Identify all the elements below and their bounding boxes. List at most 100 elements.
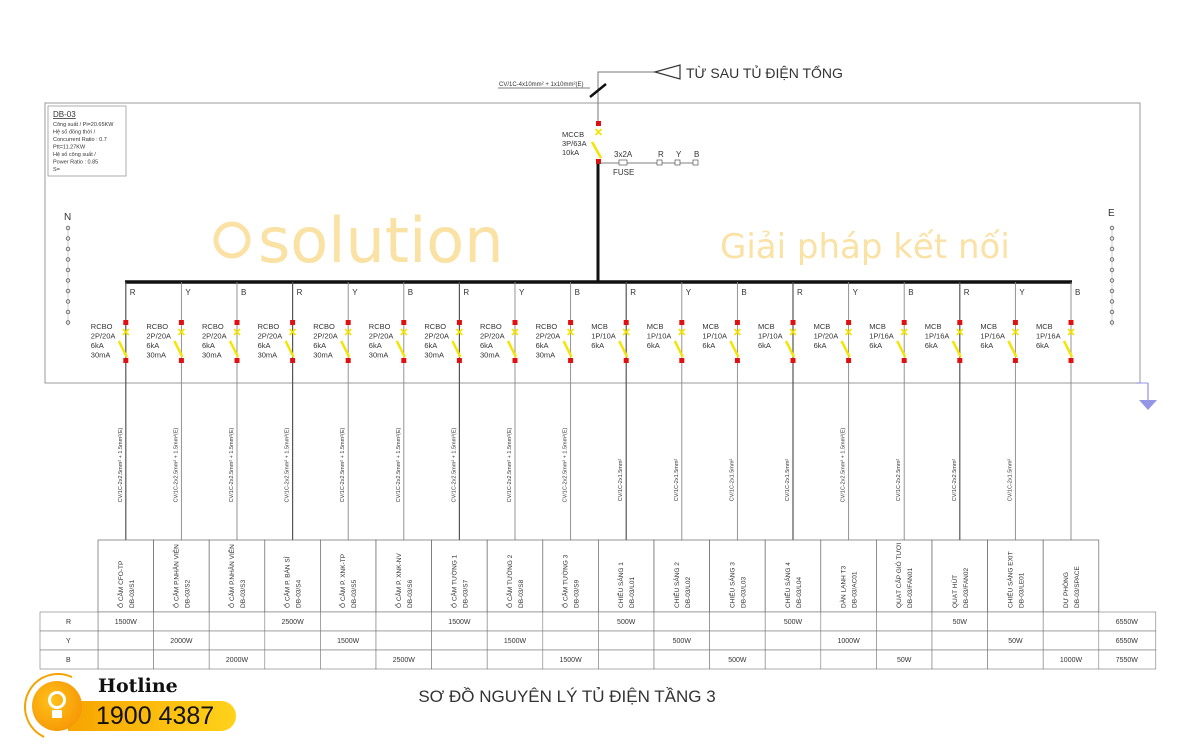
- panel-info-line: Công suất / Pi=20.65KW: [53, 122, 114, 128]
- phase-label: B: [241, 288, 246, 297]
- terminal-red-icon: [178, 358, 184, 363]
- load-watts: 2500W: [282, 619, 305, 626]
- breaker-x-icon: [455, 328, 463, 336]
- load-watts: 50W: [1008, 638, 1023, 645]
- breaker-switch-icon: [506, 340, 518, 358]
- load-name: Ổ CẮM TƯỜNG 1: [449, 554, 458, 608]
- table-cell: [320, 611, 377, 632]
- terminal-red-icon: [790, 320, 796, 325]
- load-name: CHIẾU SÁNG 2: [671, 562, 681, 608]
- table-cell: [709, 611, 766, 632]
- terminal-red-icon: [568, 358, 574, 363]
- load-code: DB-03/L01: [629, 577, 636, 608]
- phase-total: 7550W: [1116, 657, 1139, 664]
- breaker-spec: 1P/16A: [925, 332, 950, 341]
- breaker-spec: 6kA: [369, 341, 382, 350]
- breaker-spec: 6kA: [702, 341, 715, 350]
- table-cell: [1042, 630, 1100, 651]
- phase-label: B: [1075, 288, 1080, 297]
- terminal-red-icon: [401, 358, 407, 363]
- load-code: DB-03/L04: [796, 577, 803, 608]
- breaker-x-icon: [1011, 328, 1019, 336]
- load-code: DB-03/S4: [296, 579, 303, 608]
- table-cell: [764, 649, 822, 670]
- breaker-spec: 6kA: [814, 341, 827, 350]
- phase-label: R: [463, 288, 469, 297]
- panel-info-line: Concurrent Ratio : 0.7: [53, 137, 107, 143]
- breaker-spec: 1P/10A: [758, 332, 783, 341]
- load-code: DB-03/S1: [129, 579, 136, 608]
- fuse-phase-label: Y: [676, 150, 682, 159]
- breaker-spec: 6kA: [258, 341, 271, 350]
- phase-total: 6550W: [1116, 638, 1139, 645]
- table-cell: [987, 649, 1044, 670]
- table-cell: [153, 611, 210, 632]
- hotline-number[interactable]: 1900 4387: [96, 702, 215, 730]
- breaker-x-icon: [622, 328, 630, 336]
- cable-label: CV/1C-2x1.5mm²: [618, 459, 624, 502]
- load-watts: 500W: [728, 657, 747, 664]
- cable-label: CV/1C-2x2.5mm² + 1.5mm²(E): [507, 427, 513, 502]
- load-cell: Ổ CẮM TƯỜNG 1 DB-03/S7: [431, 539, 488, 613]
- terminal-red-icon: [679, 320, 685, 325]
- breaker-spec: 6kA: [424, 341, 437, 350]
- load-name: CHIẾU SÁNG 4: [782, 562, 792, 608]
- terminal-red-icon: [123, 320, 129, 325]
- terminal-red-icon: [512, 320, 518, 325]
- load-name: DỰ PHÒNG: [1061, 572, 1070, 608]
- load-code: DB-03/S7: [462, 579, 469, 608]
- cable-label: CV/1C-2x2.5mm² + 1.5mm²(E): [841, 427, 847, 502]
- terminal-red-icon: [679, 358, 685, 363]
- table-cell: [431, 630, 488, 651]
- breaker-spec: 6kA: [536, 341, 549, 350]
- terminal-red-icon: [568, 320, 574, 325]
- cable-label: CV/1C-2x2.5mm² + 1.5mm²(E): [451, 427, 457, 502]
- breaker-spec: 30mA: [313, 351, 333, 360]
- watermark-tagline: Giải pháp kết nối: [720, 227, 1010, 267]
- terminal-red-icon: [1068, 320, 1074, 325]
- breaker-spec: MCB: [758, 322, 775, 331]
- breaker-spec: 2P/20A: [313, 332, 338, 341]
- terminal-red-icon: [846, 320, 852, 325]
- cable-label: CV/1C-2x1.5mm²: [785, 459, 791, 502]
- load-cell: CHIẾU SÁNG 4 DB-03/L04: [764, 539, 822, 613]
- load-watts: 50W: [953, 619, 968, 626]
- table-phase-label: Y: [66, 638, 71, 645]
- breaker-switch-icon: [562, 340, 573, 358]
- cable-label: CV/1C-2x1.5mm²: [1007, 459, 1013, 502]
- breaker-spec: 1P/10A: [702, 332, 727, 341]
- phase-label: B: [408, 288, 413, 297]
- main-breaker-kA: 10kA: [562, 148, 579, 157]
- phase-label: R: [964, 288, 970, 297]
- load-code: DB-03/L03: [740, 577, 747, 608]
- load-name: Ổ CẮM P.NHÂN VIÊN: [227, 544, 236, 608]
- breaker-spec: 2P/20A: [146, 332, 171, 341]
- panel-name: DB-03: [53, 110, 76, 119]
- hotline-badge[interactable]: Hotline 1900 4387: [14, 663, 238, 751]
- terminal-red-icon: [1068, 358, 1074, 363]
- breaker-spec: MCB: [980, 322, 997, 331]
- lightbulb-icon: [44, 689, 70, 721]
- table-cell: [97, 630, 154, 651]
- table-phase-label: B: [66, 657, 71, 664]
- breaker-spec: 2P/20A: [91, 332, 116, 341]
- phase-label: Y: [1019, 288, 1025, 297]
- terminal-red-icon: [1012, 320, 1018, 325]
- load-watts: 2000W: [170, 638, 193, 645]
- breaker-x-icon: [233, 328, 241, 336]
- earth-terminal-strip: E: [1108, 208, 1115, 326]
- load-name: CHIẾU SÁNG EXIT: [1004, 551, 1014, 608]
- breaker-x-icon: [789, 328, 797, 336]
- main-breaker-type: MCCB: [562, 130, 584, 139]
